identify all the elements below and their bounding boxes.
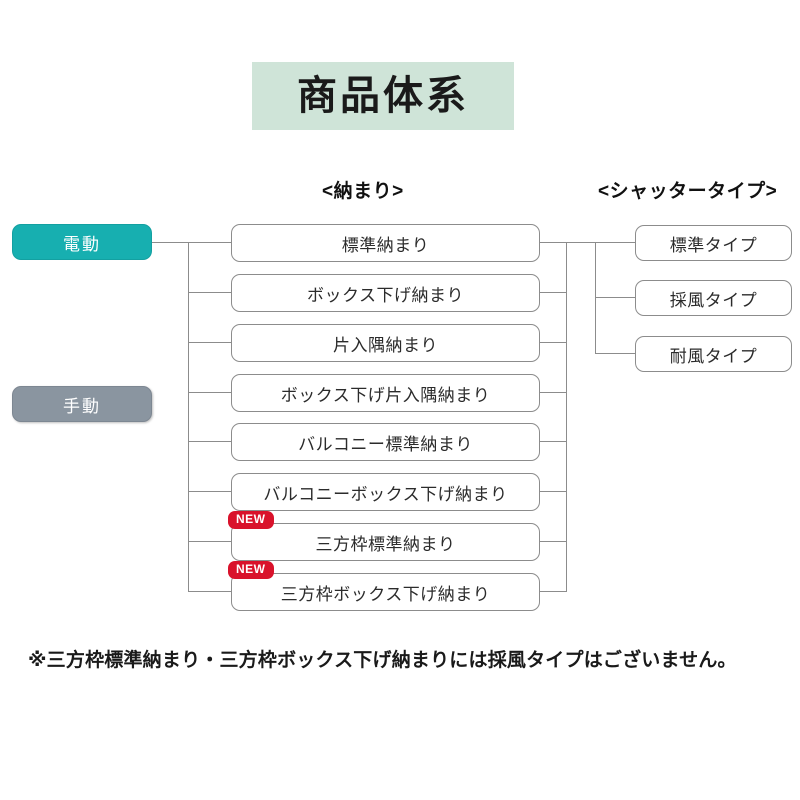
connector-right-stub — [539, 342, 567, 343]
connector-left-stub — [188, 591, 232, 592]
connector-left-stub — [188, 541, 232, 542]
connector-left-stub — [188, 392, 232, 393]
connector-left-trunk — [188, 242, 189, 591]
connector-shutter-stub — [595, 353, 636, 354]
node-shutter-type-3[interactable]: 耐風タイプ — [635, 336, 792, 372]
connector-right-trunk — [566, 242, 567, 591]
connector-shutter-stub — [595, 297, 636, 298]
node-osamari-1[interactable]: 標準納まり — [231, 224, 540, 262]
node-label: 標準タイプ — [669, 235, 758, 255]
node-label: バルコニーボックス下げ納まり — [263, 484, 508, 504]
category-label-electric: 電動 — [63, 234, 101, 254]
connector-right-stub — [539, 441, 567, 442]
node-osamari-8[interactable]: NEW 三方枠ボックス下げ納まり — [228, 561, 540, 611]
node-osamari-7[interactable]: NEW 三方枠標準納まり — [228, 511, 540, 561]
node-label: 耐風タイプ — [669, 346, 758, 366]
node-label: 採風タイプ — [669, 290, 758, 310]
connector-right-stub — [539, 292, 567, 293]
node-label: 三方枠標準納まり — [315, 534, 456, 554]
connector-right-stub — [539, 242, 567, 243]
node-osamari-6[interactable]: バルコニーボックス下げ納まり — [231, 473, 540, 511]
node-shutter-type-2[interactable]: 採風タイプ — [635, 280, 792, 316]
connector-shutter-stub — [595, 242, 636, 243]
connector-left-stub — [188, 242, 232, 243]
category-button-manual[interactable]: 手動 — [12, 386, 152, 422]
title-banner: 商品体系 — [252, 62, 514, 130]
category-button-electric[interactable]: 電動 — [12, 224, 152, 260]
node-osamari-5[interactable]: バルコニー標準納まり — [231, 423, 540, 461]
category-label-manual: 手動 — [63, 396, 101, 416]
connector-electric-to-trunk — [152, 242, 189, 243]
connector-trunk-to-shutter — [566, 242, 596, 243]
connector-right-stub — [539, 591, 567, 592]
node-osamari-2[interactable]: ボックス下げ納まり — [231, 274, 540, 312]
connector-right-stub — [539, 392, 567, 393]
node-label: 三方枠ボックス下げ納まり — [280, 584, 491, 604]
column-header-shutter-type: <シャッタータイプ> — [598, 181, 778, 202]
node-label: 標準納まり — [341, 235, 430, 255]
node-label: ボックス下げ片入隅納まり — [280, 385, 491, 405]
column-header-osamari: <納まり> — [322, 181, 404, 202]
connector-right-stub — [539, 491, 567, 492]
node-osamari-3[interactable]: 片入隅納まり — [231, 324, 540, 362]
connector-left-stub — [188, 441, 232, 442]
node-shutter-type-1[interactable]: 標準タイプ — [635, 225, 792, 261]
page-title: 商品体系 — [297, 74, 469, 118]
connector-left-stub — [188, 342, 232, 343]
node-label: 片入隅納まり — [333, 335, 438, 355]
new-badge: NEW — [228, 511, 274, 529]
footnote-text: ※三方枠標準納まり・三方枠ボックス下げ納まりには採風タイプはございません。 — [28, 650, 737, 671]
node-label: バルコニー標準納まり — [298, 434, 473, 454]
node-label: ボックス下げ納まり — [307, 285, 464, 305]
new-badge: NEW — [228, 561, 274, 579]
connector-left-stub — [188, 491, 232, 492]
node-osamari-4[interactable]: ボックス下げ片入隅納まり — [231, 374, 540, 412]
connector-left-stub — [188, 292, 232, 293]
connector-right-stub — [539, 541, 567, 542]
